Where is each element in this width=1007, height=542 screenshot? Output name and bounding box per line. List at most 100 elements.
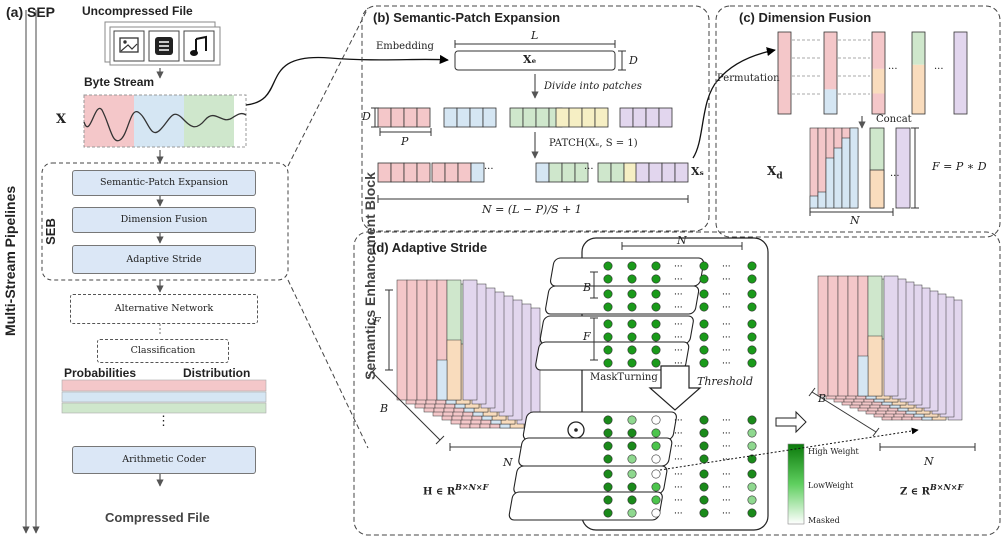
- patch-cell: [568, 107, 583, 128]
- H-formula: H ∈ RB×N×F: [423, 482, 489, 498]
- ellipsis: ···: [674, 429, 683, 439]
- grid-dot: [627, 469, 637, 479]
- grid-dot: [627, 415, 637, 425]
- column-segment: [824, 32, 837, 90]
- grid-layer: [508, 491, 663, 521]
- fused-column-blue: [841, 137, 851, 209]
- grid-dot: [699, 345, 709, 355]
- panel-c-title: (c) Dimension Fusion: [739, 10, 872, 25]
- d-N-label: N: [503, 456, 513, 469]
- patch-cell: [581, 107, 596, 128]
- b-dots-1: ···: [484, 164, 494, 175]
- panel-a-title: (a) SEP: [6, 4, 56, 20]
- fused-column-blue: [825, 157, 835, 209]
- ellipsis: ···: [722, 290, 731, 300]
- grid-dot: [651, 274, 661, 284]
- byte-stream-label: Byte Stream: [84, 75, 155, 89]
- perm-arrow: [692, 47, 776, 159]
- tensor-cell: [827, 275, 839, 397]
- patch-cell: [522, 107, 537, 128]
- grid-dot: [603, 482, 613, 492]
- grid-dot: [699, 358, 709, 368]
- grid-dot: [603, 332, 613, 342]
- grid-layer: [539, 315, 694, 345]
- grid-dot: [699, 289, 709, 299]
- patch-cell: [610, 162, 625, 183]
- audio-file-icon: [183, 30, 215, 62]
- signal-seg-blue: [134, 95, 184, 147]
- patch-cell: [594, 107, 609, 128]
- grid-dot: [603, 428, 613, 438]
- tensor-cell: [426, 279, 438, 401]
- Z-formula: Z ∈ RB×N×F: [900, 482, 964, 498]
- ellipsis: ···: [722, 416, 731, 426]
- column-segment: [912, 32, 925, 65]
- ellipsis: ···: [722, 509, 731, 519]
- grid-dot: [627, 319, 637, 329]
- ellipsis: ···: [722, 470, 731, 480]
- grid-layer: [535, 341, 690, 371]
- patch-cell: [548, 162, 563, 183]
- N-formula: N = (L − P)/S + 1: [482, 203, 582, 216]
- grid-dot: [651, 454, 661, 464]
- panel-a: [41, 21, 289, 487]
- compressed-label: Compressed File: [105, 510, 210, 525]
- distribution-label: Distribution: [183, 366, 251, 380]
- grid-dot: [651, 428, 661, 438]
- ellipsis: ···: [674, 275, 683, 285]
- grid-dot: [747, 495, 757, 505]
- patch-cell: [431, 162, 446, 183]
- grid-dot: [603, 454, 613, 464]
- divide-label: Divide into patches: [544, 81, 642, 92]
- grid-dot: [747, 332, 757, 342]
- column-segment: [872, 93, 885, 114]
- grid-layer: [513, 465, 668, 495]
- patch-cell: [456, 107, 471, 128]
- patch-cell: [648, 162, 663, 183]
- column-segment: [778, 32, 791, 114]
- grid-dot: [747, 441, 757, 451]
- F-formula: F = P ∗ D: [932, 160, 987, 173]
- column-segment: [954, 32, 967, 114]
- patch-cell: [403, 107, 418, 128]
- panel-b: [361, 5, 710, 232]
- ellipsis: ···: [674, 346, 683, 356]
- patch-cell: [623, 162, 638, 183]
- grid-dot: [627, 508, 637, 518]
- patch-cell: [509, 107, 524, 128]
- grid-dot: [603, 358, 613, 368]
- signal-box: [83, 94, 247, 148]
- tensor-cell-peach: [446, 339, 462, 401]
- grid-dot: [747, 319, 757, 329]
- ellipsis: ···: [722, 359, 731, 369]
- grid-dot: [603, 289, 613, 299]
- ellipsis: ···: [722, 455, 731, 465]
- tensor-cell-peach: [867, 335, 883, 397]
- grid-dot: [651, 319, 661, 329]
- legend-high: High Weight: [808, 447, 859, 456]
- grid-dot: [747, 415, 757, 425]
- ellipsis: ···: [722, 483, 731, 493]
- column-frame: [823, 31, 838, 115]
- grid-N-label: N: [677, 234, 687, 247]
- grid-dot: [699, 332, 709, 342]
- ellipsis: ···: [722, 429, 731, 439]
- grid-dot: [627, 358, 637, 368]
- mask-pointer: [659, 427, 919, 471]
- seb-adaptive-stride: Adaptive Stride: [72, 245, 256, 274]
- ellipsis: ···: [674, 303, 683, 313]
- c-dots-3: ···: [890, 171, 900, 182]
- patch-cell: [469, 107, 484, 128]
- patch-cell: [661, 162, 676, 183]
- grid-dot: [747, 508, 757, 518]
- grid-dot: [747, 261, 757, 271]
- patch-cell: [416, 162, 431, 183]
- patch-cell: [377, 162, 392, 183]
- tensor-cell: [416, 279, 428, 401]
- patch-cell: [416, 107, 431, 128]
- patch-cell: [377, 107, 392, 128]
- grid-dot: [603, 345, 613, 355]
- grid-dot: [627, 289, 637, 299]
- ellipsis: ···: [674, 320, 683, 330]
